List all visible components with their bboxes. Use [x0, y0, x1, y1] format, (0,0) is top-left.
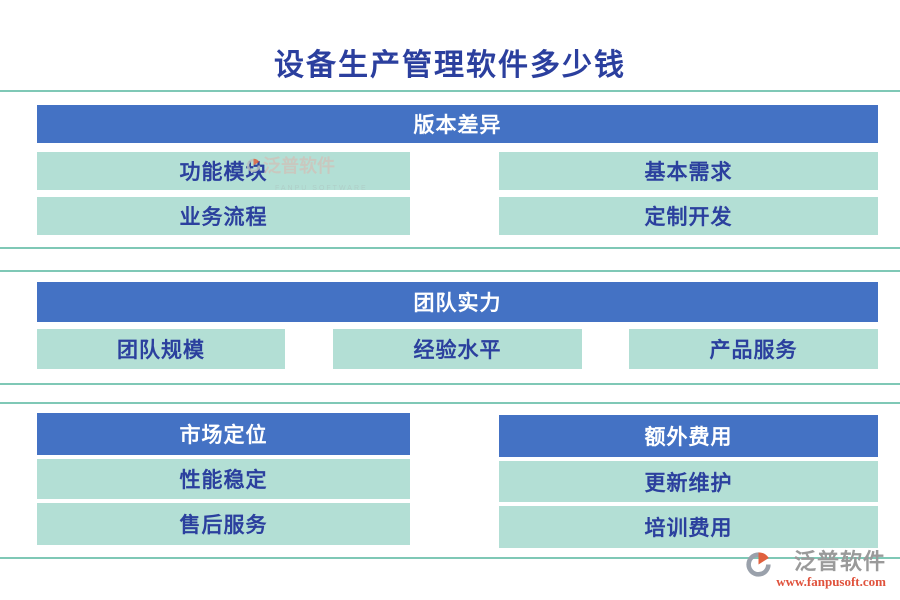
item-function-modules: 功能模块 — [37, 152, 410, 190]
item-training-fees: 培训费用 — [499, 506, 878, 548]
divider — [0, 383, 900, 385]
divider — [0, 402, 900, 404]
item-product-service: 产品服务 — [629, 329, 878, 369]
item-custom-development: 定制开发 — [499, 197, 878, 235]
item-business-process: 业务流程 — [37, 197, 410, 235]
brand-name: 泛普软件 — [793, 549, 886, 574]
item-stable-performance: 性能稳定 — [37, 459, 410, 499]
section-header-team-strength: 团队实力 — [37, 282, 878, 322]
item-experience-level: 经验水平 — [333, 329, 582, 369]
page-title: 设备生产管理软件多少钱 — [274, 49, 626, 82]
item-after-sales-service: 售后服务 — [37, 503, 410, 545]
brand-url: www.fanpusoft.com — [776, 574, 886, 589]
divider-bottom — [0, 557, 900, 559]
brand-logo: 泛普软件 www.fanpusoft.com — [745, 550, 886, 590]
section-header-version-difference: 版本差异 — [37, 105, 878, 143]
divider — [0, 247, 900, 249]
section-header-extra-fees: 额外费用 — [499, 415, 878, 457]
divider — [0, 270, 900, 272]
fanpu-logo-icon — [745, 551, 772, 583]
divider-top — [0, 90, 900, 92]
item-basic-requirements: 基本需求 — [499, 152, 878, 190]
item-update-maintenance: 更新维护 — [499, 461, 878, 502]
section-header-market-positioning: 市场定位 — [37, 413, 410, 455]
item-team-size: 团队规模 — [37, 329, 285, 369]
